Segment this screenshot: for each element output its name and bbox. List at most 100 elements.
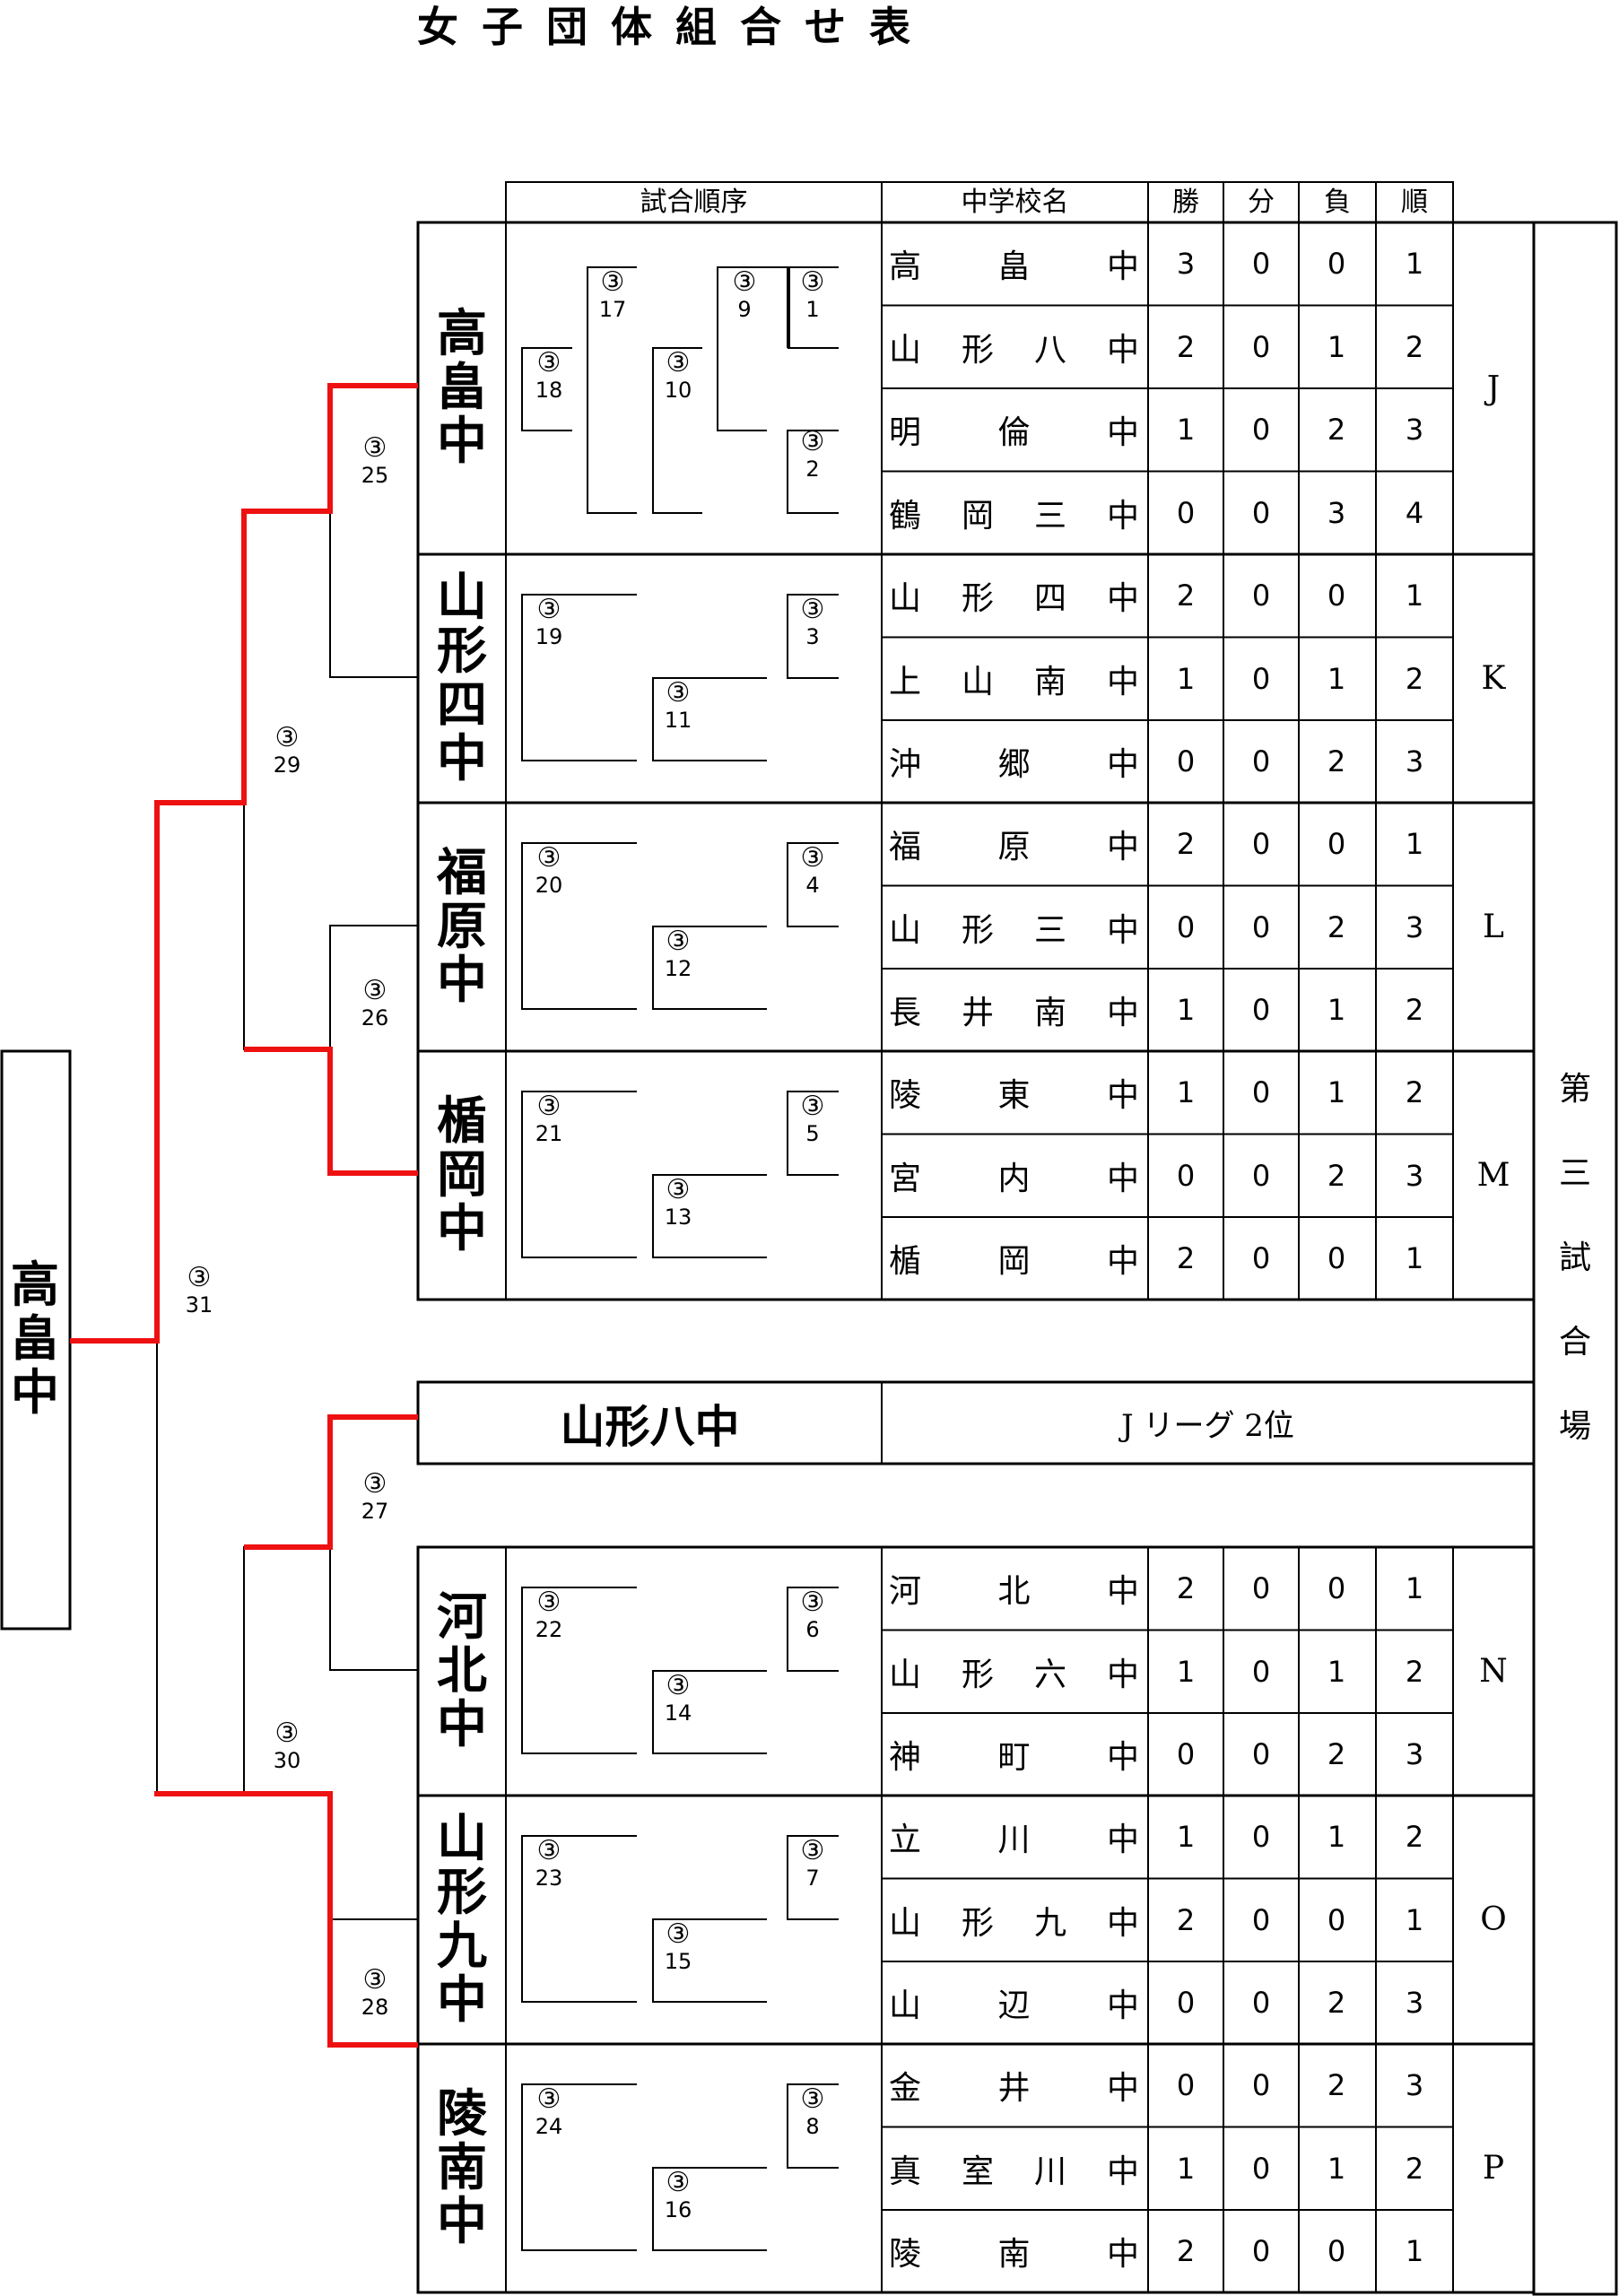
rank-cell: 1 xyxy=(1405,1571,1424,1605)
losses-cell: 0 xyxy=(1327,1571,1346,1605)
school-name: 鶴岡三中 xyxy=(882,472,1148,554)
school-char: 中 xyxy=(1106,2236,1139,2273)
order-bracket xyxy=(787,842,839,927)
rank-cell: 3 xyxy=(1405,1737,1424,1771)
school-char: 町 xyxy=(997,1739,1031,1776)
wins-cell: 2 xyxy=(1176,1902,1196,1937)
order-bracket xyxy=(787,1091,839,1176)
school-char: 南 xyxy=(1033,995,1066,1031)
match-order: 20 xyxy=(535,873,563,898)
header-win: 勝 xyxy=(1172,187,1199,218)
match-order: 7 xyxy=(805,1866,820,1891)
match-order: 8 xyxy=(805,2114,820,2139)
league-winner: 楯岡中 xyxy=(418,1051,506,1300)
champion-box-frame xyxy=(0,1049,72,1631)
rank-cell: 3 xyxy=(1405,909,1424,944)
match-mark: ③ xyxy=(362,975,387,1006)
school-char: 原 xyxy=(997,829,1031,865)
school-char: 陵 xyxy=(889,1077,922,1114)
order-bracket xyxy=(787,1587,839,1672)
school-char: 四 xyxy=(1033,580,1066,617)
match-mark: ③ xyxy=(536,1835,561,1866)
match-order: 29 xyxy=(273,752,301,778)
match-mark: ③ xyxy=(666,347,691,378)
rank-cell: 4 xyxy=(1405,495,1424,530)
match-mark: ③ xyxy=(187,1262,212,1293)
match-order: 11 xyxy=(664,708,692,733)
match-mark: ③ xyxy=(666,677,691,709)
match-order: 9 xyxy=(737,297,752,322)
draws-cell: 0 xyxy=(1251,1075,1271,1109)
draws-cell: 0 xyxy=(1251,1737,1271,1771)
school-char: 形 xyxy=(961,331,994,369)
school-char: 三 xyxy=(1033,911,1066,949)
school-char: 中 xyxy=(1106,1739,1139,1776)
school-name: 楯岡中 xyxy=(882,1217,1148,1300)
school-name: 神町中 xyxy=(882,1713,1148,1796)
match-order: 18 xyxy=(535,378,563,403)
match-order: 4 xyxy=(805,873,820,898)
match-mark: ③ xyxy=(800,266,825,298)
school-char: 陵 xyxy=(889,2236,922,2273)
rank-cell: 1 xyxy=(1405,247,1424,281)
league-label: K xyxy=(1481,660,1506,697)
school-char: 九 xyxy=(1033,1904,1066,1942)
wins-cell: 2 xyxy=(1176,827,1196,861)
school-name: 金井中 xyxy=(882,2044,1148,2126)
league-winner-name: 河北中 xyxy=(437,1587,487,1754)
school-char: 井 xyxy=(961,995,994,1031)
match-mark: ③ xyxy=(666,2167,691,2198)
header-rank: 順 xyxy=(1401,187,1428,218)
losses-cell: 1 xyxy=(1327,329,1346,364)
school-char: 井 xyxy=(997,2070,1031,2107)
draws-cell: 0 xyxy=(1251,827,1271,861)
match-mark: ③ xyxy=(800,594,825,625)
rank-cell: 2 xyxy=(1405,1075,1424,1109)
rank-cell: 2 xyxy=(1405,1820,1424,1854)
match-mark: ③ xyxy=(732,266,757,298)
school-char: 辺 xyxy=(997,1987,1031,2024)
wins-cell: 1 xyxy=(1176,2151,1196,2186)
losses-cell: 0 xyxy=(1327,247,1346,281)
school-char: 内 xyxy=(997,1160,1031,1197)
school-name: 福原中 xyxy=(882,803,1148,885)
wins-cell: 0 xyxy=(1176,909,1196,944)
match-mark: ③ xyxy=(362,1468,387,1500)
venue-char: 合 xyxy=(1558,1324,1591,1361)
order-bracket xyxy=(717,266,767,431)
match-mark: ③ xyxy=(666,1918,691,1950)
losses-cell: 2 xyxy=(1327,1158,1346,1193)
order-bracket xyxy=(521,842,637,1010)
league-label: L xyxy=(1483,909,1504,945)
wins-cell: 1 xyxy=(1176,661,1196,696)
losses-cell: 2 xyxy=(1327,1737,1346,1771)
venue-char: 三 xyxy=(1558,1155,1591,1192)
school-name: 沖郷中 xyxy=(882,720,1148,803)
rank-cell: 1 xyxy=(1405,827,1424,861)
school-name: 明倫中 xyxy=(882,388,1148,471)
school-char: 南 xyxy=(1033,663,1066,700)
league-winner-name: 楯岡中 xyxy=(437,1091,487,1258)
school-char: 福 xyxy=(889,829,922,865)
league-winner: 山形四中 xyxy=(418,554,506,803)
wins-cell: 1 xyxy=(1176,1075,1196,1109)
losses-cell: 2 xyxy=(1327,413,1346,447)
losses-cell: 1 xyxy=(1327,1075,1346,1109)
wins-cell: 0 xyxy=(1176,744,1196,778)
draws-cell: 0 xyxy=(1251,1158,1271,1193)
losses-cell: 1 xyxy=(1327,1820,1346,1854)
losses-cell: 0 xyxy=(1327,578,1346,613)
order-bracket xyxy=(652,1670,767,1754)
losses-cell: 1 xyxy=(1327,2151,1346,2186)
match-mark: ③ xyxy=(800,842,825,874)
